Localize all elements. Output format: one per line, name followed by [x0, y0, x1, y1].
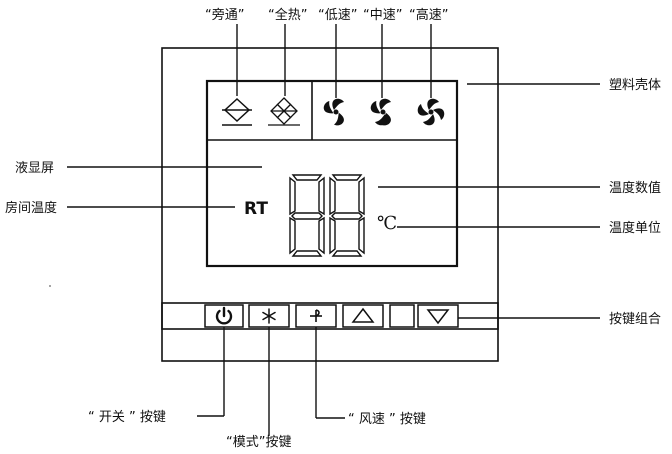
triangle-up-icon [351, 307, 375, 323]
top-pointer-lines [236, 24, 432, 98]
lcd-screen [205, 79, 459, 268]
label-full-heat: “全热” [268, 7, 307, 23]
fan-high-icon [417, 98, 445, 126]
callout-room-temp: 房间温度 [5, 200, 57, 216]
mode-button[interactable] [248, 304, 290, 328]
label-high-speed: “高速” [409, 7, 448, 23]
button-strip [161, 302, 499, 330]
power-icon [215, 306, 233, 325]
callout-housing: 塑料壳体 [609, 78, 661, 93]
triangle-down-icon [426, 309, 450, 325]
callout-lines [67, 83, 600, 436]
label-low-speed: “低速” [318, 8, 357, 23]
snowflake-icon [262, 308, 276, 324]
callout-fan-key: “ 风速 ” 按键 [348, 412, 426, 427]
power-button[interactable] [204, 304, 244, 328]
up-button[interactable] [342, 304, 384, 328]
callout-button-group: 按键组合 [609, 312, 661, 327]
digit-tens [289, 174, 325, 257]
bypass-icon [222, 97, 252, 126]
seven-segment-digits [289, 174, 365, 257]
fan-speed-button[interactable] [295, 304, 337, 328]
down-button[interactable] [417, 304, 459, 328]
digit-ones [329, 174, 365, 257]
label-mid-speed: “中速” [363, 8, 402, 23]
spacer-button[interactable] [389, 304, 415, 328]
rt-label: RT [244, 199, 268, 219]
callout-mode-key: “模式”按键 [226, 435, 291, 450]
plastic-housing [161, 47, 499, 362]
temp-unit-symbol: ℃ [377, 213, 397, 234]
callout-temp-unit: 温度单位 [609, 220, 661, 236]
callout-temp-value: 温度数值 [609, 180, 661, 196]
buttons-row [204, 304, 459, 328]
fan-speed-icon [310, 309, 322, 322]
fan-mid-icon [370, 98, 391, 126]
full-heat-icon [268, 97, 300, 126]
callout-lcd: 液显屏 [15, 161, 54, 176]
scan-speck [49, 285, 51, 287]
callout-power-key: “ 开关 ” 按键 [88, 410, 166, 425]
label-bypass: “旁通” [205, 7, 244, 23]
fan-low-icon [323, 98, 344, 126]
